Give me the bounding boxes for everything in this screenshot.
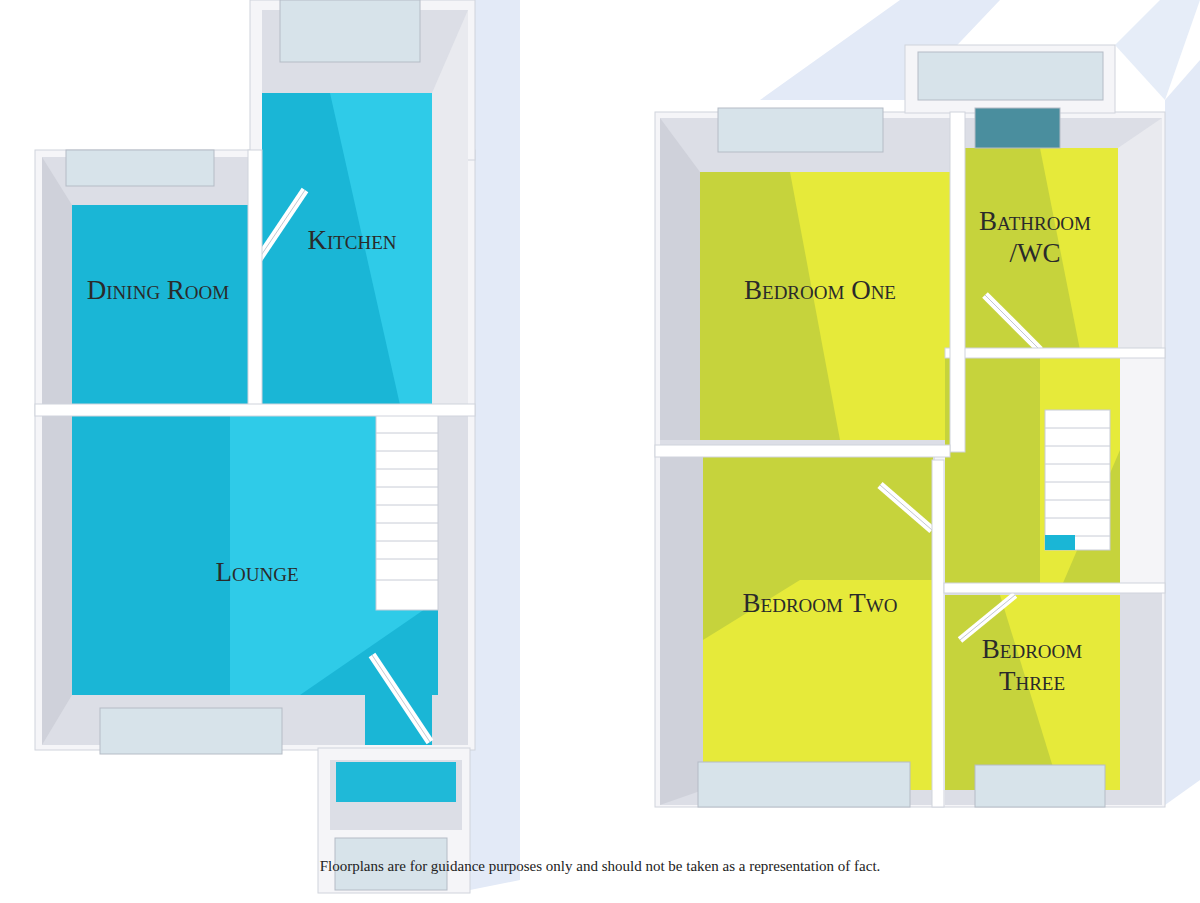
disclaimer-caption: Floorplans are for guidance purposes onl… xyxy=(0,858,1200,875)
room-name: Bedroom Three xyxy=(952,633,1112,698)
room-name: Kitchen xyxy=(277,224,427,256)
room-floor: Bathroom /WC xyxy=(965,148,1118,350)
room-floor: Dining Room xyxy=(72,205,248,405)
room-floor: Lounge xyxy=(72,415,438,695)
room-name: Lounge xyxy=(157,556,357,588)
room-floor: Bedroom Two xyxy=(703,455,933,790)
room-name: Bathroom /WC xyxy=(962,205,1108,270)
room-floor: Bedroom Three xyxy=(945,595,1120,790)
room-name: Dining Room xyxy=(83,274,233,306)
room-name: Bedroom One xyxy=(740,274,900,306)
room-name: Bedroom Two xyxy=(707,587,933,619)
room-floor: Kitchen xyxy=(262,93,432,405)
room-floor: Bedroom One xyxy=(700,172,950,440)
